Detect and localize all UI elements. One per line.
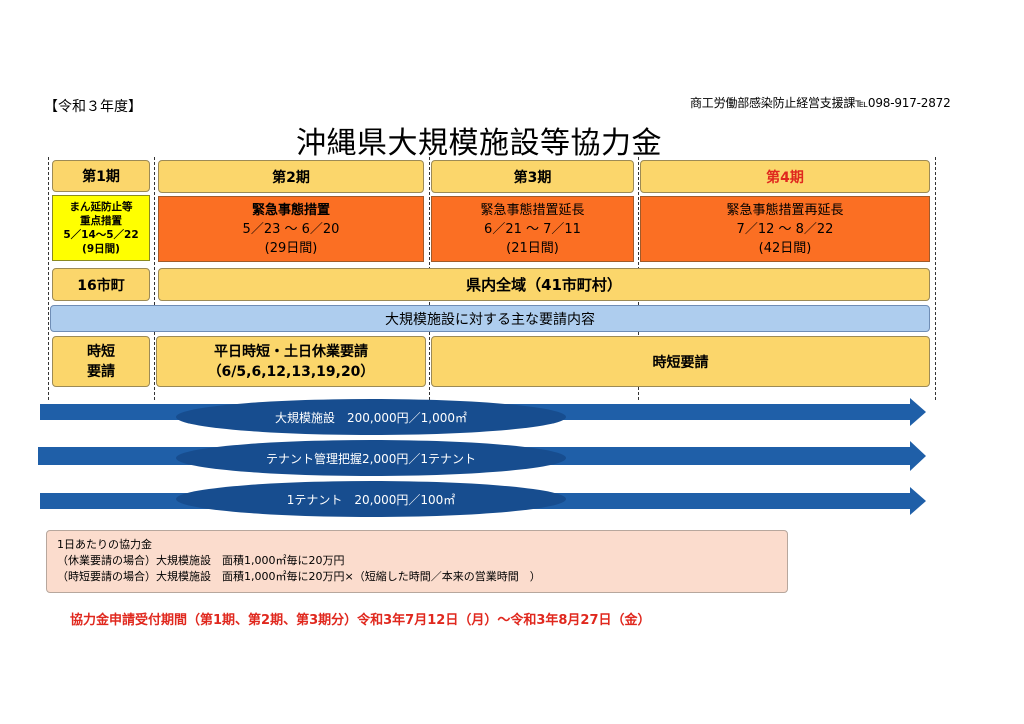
daily-amount-heading: 1日あたりの協力金 (57, 538, 152, 551)
request-phase2-line2: （6/5,6,12,13,19,20） (207, 363, 375, 380)
period-2-measure: 緊急事態措置 5／23 ～ 6／20 (29日間) (158, 196, 424, 262)
daily-amount-box: 1日あたりの協力金 （休業要請の場合）大規模施設 面積1,000㎡毎に20万円 … (46, 530, 788, 593)
period-3-days: (21日間) (506, 240, 559, 256)
separator-right (935, 157, 936, 400)
request-phase2-line1: 平日時短・土日休業要請 (214, 343, 368, 360)
period-4-measure: 緊急事態措置再延長 7／12 ～ 8／22 (42日間) (640, 196, 930, 262)
request-phase3-4: 時短要請 (431, 336, 930, 387)
period-1-header: 第1期 (52, 160, 150, 192)
period-2-dates: 5／23 ～ 6／20 (242, 221, 340, 237)
period-4-days: (42日間) (758, 240, 812, 256)
period-4-measure-type: 緊急事態措置再延長 (726, 202, 844, 218)
page-title: 沖縄県大規模施設等協力金 (296, 126, 662, 161)
separator-left (48, 157, 49, 400)
period-2-label: 第2期 (272, 169, 310, 186)
period-3-header: 第3期 (431, 160, 634, 193)
period-2-days: (29日間) (264, 240, 318, 256)
request-phase1-line1: 時短 (87, 343, 115, 360)
arrow-large-facility-label: 大規模施設 200,000円／1,000㎡ (275, 410, 467, 425)
period-4-dates: 7／12 ～ 8／22 (736, 221, 834, 237)
period-1-measure: まん延防止等 重点措置 5／14～5／22 (9日間) (52, 195, 150, 261)
daily-amount-closure: （休業要請の場合）大規模施設 面積1,000㎡毎に20万円 (57, 554, 345, 567)
period-1-days: (9日間) (82, 243, 120, 255)
period-1-dates: 5／14～5／22 (63, 229, 139, 241)
period-3-label: 第3期 (513, 169, 552, 186)
contact-info: 商工労働部感染防止経営支援課℡098-917-2872 (690, 96, 951, 110)
period-3-measure: 緊急事態措置延長 6／21 ～ 7／11 (21日間) (431, 196, 634, 262)
application-period: 協力金申請受付期間（第1期、第2期、第3期分）令和3年7月12日（月）～令和3年… (70, 613, 651, 628)
area-others: 県内全域（41市町村） (158, 268, 930, 301)
fiscal-year-label: 【令和３年度】 (44, 99, 142, 115)
area-phase1: 16市町 (52, 268, 150, 301)
period-2-measure-type: 緊急事態措置 (251, 202, 330, 218)
period-4-label: 第4期 (766, 169, 804, 186)
period-1-measure-type: まん延防止等 (69, 201, 133, 213)
arrow-per-tenant-label: 1テナント 20,000円／100㎡ (286, 492, 456, 507)
request-phase1-line2: 要請 (87, 363, 115, 380)
arrow-tenant-management-label: テナント管理把握2,000円／1テナント (266, 451, 476, 466)
period-1-measure-type-2: 重点措置 (80, 215, 122, 227)
period-3-measure-type: 緊急事態措置延長 (480, 202, 585, 218)
period-1-label: 第1期 (82, 169, 120, 185)
request-phase2: 平日時短・土日休業要請 （6/5,6,12,13,19,20） (156, 336, 426, 387)
separator-phase1 (154, 157, 155, 400)
requests-header: 大規模施設に対する主な要請内容 (50, 305, 930, 332)
period-2-header: 第2期 (158, 160, 424, 193)
daily-amount-shortened-hours: （時短要請の場合）大規模施設 面積1,000㎡毎に20万円×（短縮した時間／本来… (57, 570, 541, 583)
period-3-dates: 6／21 ～ 7／11 (484, 221, 581, 237)
period-4-header: 第4期 (640, 160, 930, 193)
request-phase1: 時短 要請 (52, 336, 150, 387)
